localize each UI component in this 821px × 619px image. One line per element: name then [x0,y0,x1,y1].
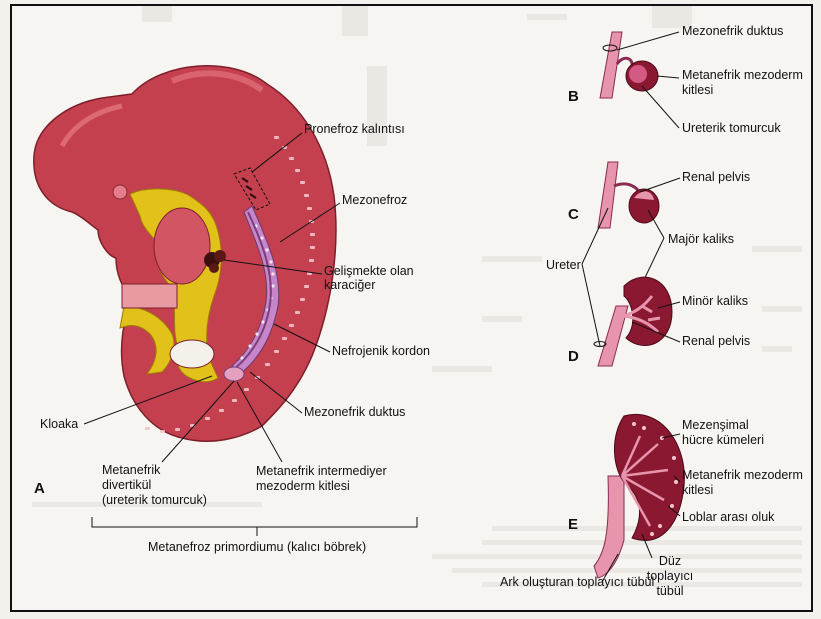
label-minor-kaliks: Minör kaliks [682,294,748,309]
panel-b-drawing [600,32,658,98]
metanephric-mesoderm [224,367,244,381]
label-mezensimal-line2: hücre kümeleri [682,433,764,448]
label-metanefrik-mezoderm-e-line1: Metanefrik mezoderm [682,468,803,483]
panel-letter-e: E [568,516,578,533]
label-metanefrik-line1: Metanefrik [102,463,160,478]
panel-d-drawing [594,277,672,366]
label-metanefrik-intermediyer-line1: Metanefrik intermediyer [256,464,387,479]
panel-letter-a: A [34,480,45,497]
label-metanefrik-intermediyer-line2: mezoderm kitlesi [256,479,350,494]
label-metanefroz-primordiumu: Metanefroz primordiumu (kalıcı böbrek) [148,540,366,555]
panel-letter-d: D [568,348,579,365]
label-mezensimal-line1: Mezenşimal [682,418,749,433]
label-major-kaliks: Majör kaliks [668,232,734,247]
panel-letter-b: B [568,88,579,105]
label-duz-line1: Düz [640,554,700,569]
heart-bulge [154,208,210,284]
label-ark-olusturan: Ark oluşturan toplayıcı tübül [500,575,654,590]
optic-vesicle [113,185,127,199]
label-karaciger: karaciğer [324,278,375,293]
label-renal-pelvis-d: Renal pelvis [682,334,750,349]
label-nefrojenik-kordon: Nefrojenik kordon [332,344,430,359]
yolk-stalk [170,340,214,368]
label-loblar-arasi-oluk: Loblar arası oluk [682,510,774,525]
umbilical-cord [122,284,177,308]
label-metanefrik-line2: divertikül [102,478,151,493]
label-pronefroz-kalintisi: Pronefroz kalıntısı [304,122,405,137]
label-metanefrik-mezoderm-e-line2: kitlesi [682,483,713,498]
label-mezonefrik-duktus-a: Mezonefrik duktus [304,405,405,420]
label-gelismekte-olan: Gelişmekte olan [324,264,414,279]
figure-frame: Pronefroz kalıntısı Mezonefroz Gelişmekt… [10,4,813,612]
panel-c-drawing [598,162,659,228]
label-ureterik-tomurcuk: Ureterik tomurcuk [682,121,781,136]
label-metanefrik-mezoderm-b-line2: kitlesi [682,83,713,98]
label-kloaka: Kloaka [40,417,78,432]
panel-letter-c: C [568,206,579,223]
label-metanefrik-mezoderm-b-line1: Metanefrik mezoderm [682,68,803,83]
label-mezonefrik-duktus-b: Mezonefrik duktus [682,24,783,39]
label-ureter: Ureter [546,258,581,273]
label-renal-pelvis-c: Renal pelvis [682,170,750,185]
label-metanefrik-line3: (ureterik tomurcuk) [102,493,207,508]
label-mezonefroz: Mezonefroz [342,193,407,208]
